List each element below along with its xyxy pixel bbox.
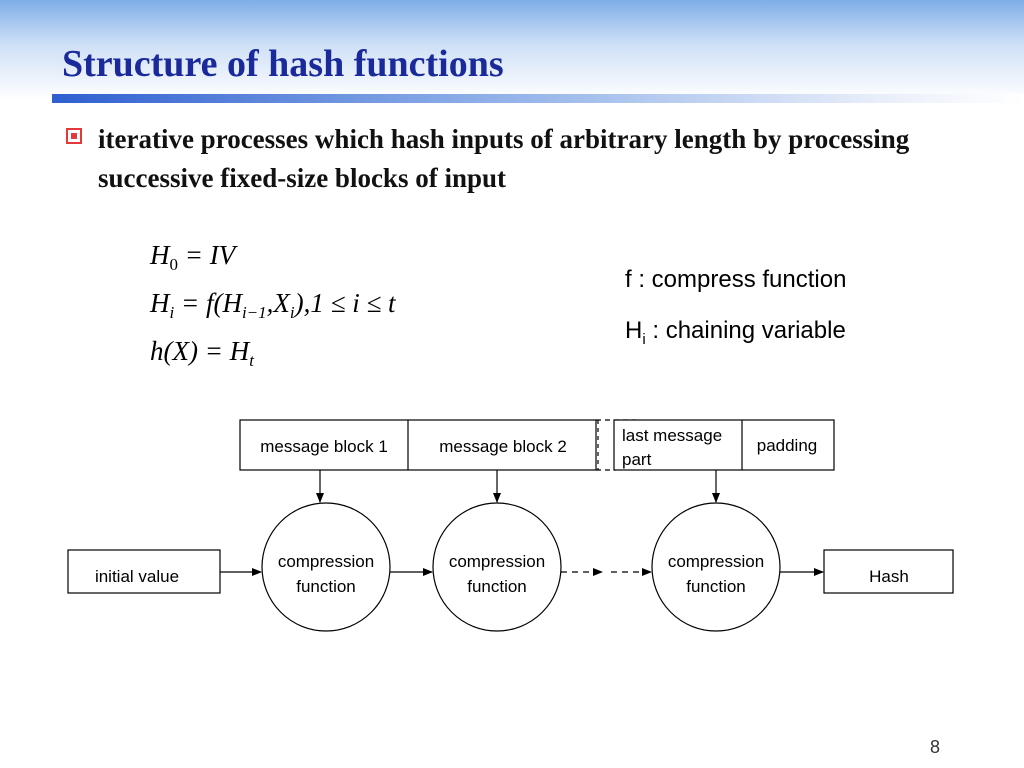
formula-initial-lhs: H bbox=[150, 240, 170, 270]
formula-iteration-lhs: H bbox=[150, 288, 170, 318]
compression-2-line1: compression bbox=[449, 552, 545, 571]
note-chaining-rest: : chaining variable bbox=[645, 317, 846, 344]
compression-3-line2: function bbox=[686, 577, 746, 596]
note-chaining-h: H bbox=[625, 317, 643, 344]
formula-iteration-eq: = f(H bbox=[180, 288, 242, 318]
page-number: 8 bbox=[930, 737, 941, 757]
formula-output-sub: t bbox=[249, 351, 254, 370]
compression-1-line1: compression bbox=[278, 552, 374, 571]
last-block-box bbox=[613, 419, 835, 471]
formula-output-lhs: h(X) = H bbox=[150, 336, 250, 366]
compression-2-line2: function bbox=[467, 577, 527, 596]
initial-value-label: initial value bbox=[95, 567, 179, 586]
note-chaining-variable: Hi : chaining variable bbox=[625, 317, 846, 348]
formula-iteration-mid: ,X bbox=[266, 288, 290, 318]
last-message-label-line1: last message bbox=[622, 426, 722, 445]
formula-initial-rhs: = IV bbox=[184, 240, 236, 270]
message-blocks-box bbox=[239, 419, 597, 471]
formula-initial-sub: 0 bbox=[169, 255, 179, 274]
header-background bbox=[0, 0, 1024, 100]
hash-label: Hash bbox=[869, 567, 909, 586]
formula-iteration-x-sub: i bbox=[289, 303, 295, 322]
compression-circle-1 bbox=[261, 502, 391, 632]
bullet-text: iterative processes which hash inputs of… bbox=[98, 124, 910, 193]
message-block-2-label: message block 2 bbox=[439, 437, 567, 456]
compression-circle-2 bbox=[432, 502, 562, 632]
last-message-label-line2: part bbox=[622, 450, 652, 469]
note-chaining-sub: i bbox=[642, 330, 646, 348]
bullet-square-icon bbox=[66, 128, 82, 144]
slide-title: Structure of hash functions bbox=[62, 43, 504, 85]
compression-3-line1: compression bbox=[668, 552, 764, 571]
hash-box bbox=[823, 549, 954, 594]
message-block-1-label: message block 1 bbox=[260, 437, 388, 456]
formula-iteration-lhs-sub: i bbox=[169, 303, 175, 322]
padding-label: padding bbox=[757, 436, 818, 455]
formula-iteration-arg-sub: i−1 bbox=[241, 303, 267, 322]
note-compress-function: f : compress function bbox=[625, 266, 847, 293]
initial-value-box bbox=[67, 549, 221, 594]
formula-iteration-tail: ),1 ≤ i ≤ t bbox=[294, 288, 396, 318]
title-underline bbox=[52, 94, 1024, 103]
compression-1-line2: function bbox=[296, 577, 356, 596]
compression-circle-3 bbox=[651, 502, 781, 632]
formula-output: h(X) = Ht bbox=[150, 336, 254, 371]
formula-initial: H0 = IV bbox=[150, 240, 235, 275]
formula-iteration: Hi = f(Hi−1,Xi),1 ≤ i ≤ t bbox=[150, 288, 396, 323]
